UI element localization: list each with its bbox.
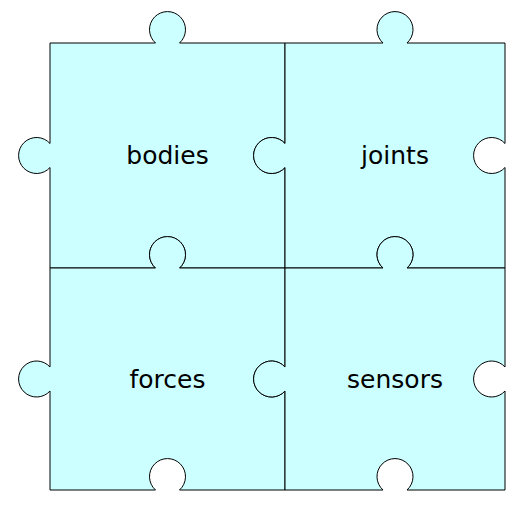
piece-label: forces [130, 365, 206, 394]
puzzle-piece: sensors [245, 228, 523, 507]
piece-label: bodies [126, 141, 208, 170]
piece-shape [254, 237, 505, 490]
piece-label-area: joints [315, 73, 475, 238]
piece-label-area: sensors [315, 298, 475, 460]
piece-shape [254, 12, 505, 268]
piece-label: joints [361, 141, 429, 170]
piece-label: sensors [347, 365, 443, 394]
piece-label-area: forces [80, 298, 255, 460]
piece-shape [19, 237, 285, 490]
piece-shape [19, 12, 285, 268]
piece-label-area: bodies [80, 73, 255, 238]
